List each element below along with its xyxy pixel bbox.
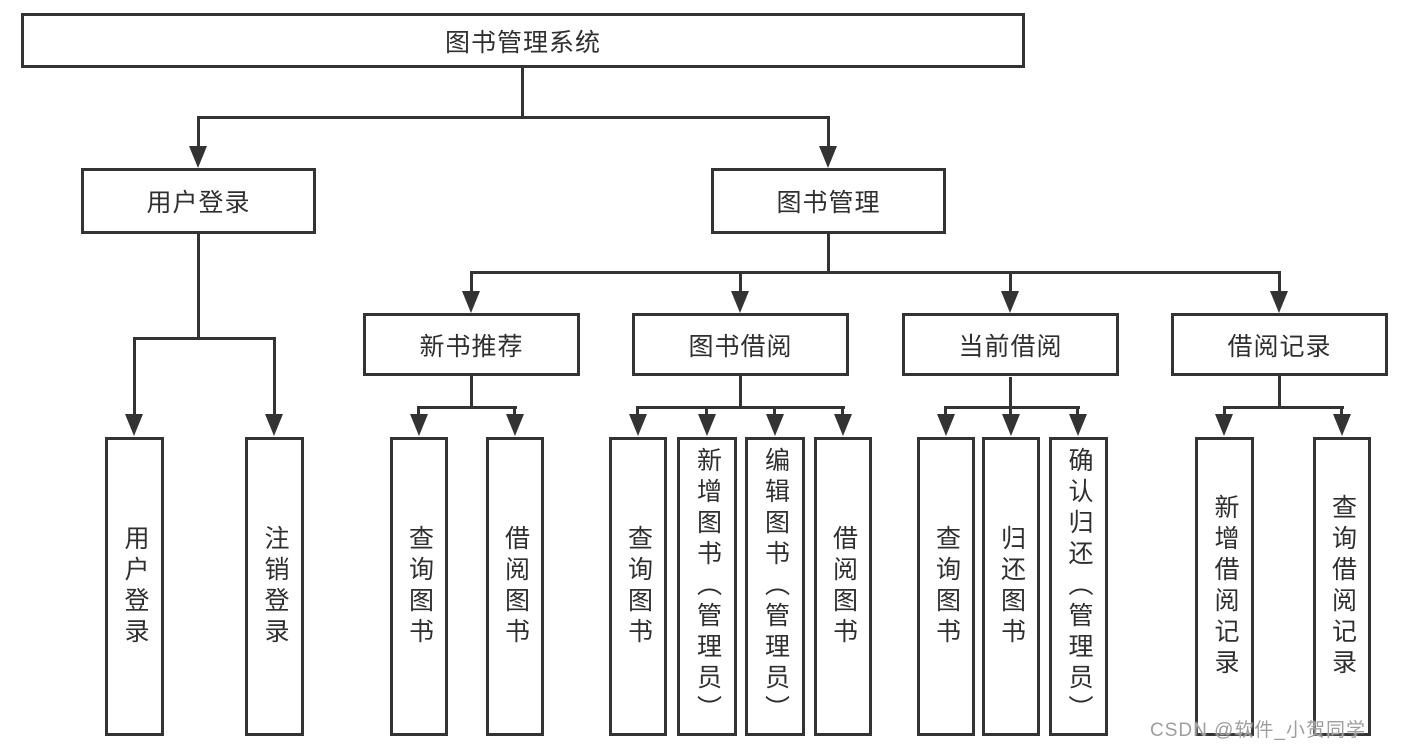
connector-new-book-rec-trunk	[470, 376, 473, 409]
connector-borrow-record-trunk	[1278, 376, 1281, 409]
arrow-into-book-borrow	[731, 291, 749, 313]
connector-drop-query-books-1	[417, 408, 420, 416]
arrow-into-book-mgmt	[819, 146, 837, 168]
leaf-query-books-2: 查询图书	[609, 437, 667, 736]
connector-drop-add-borrow-record	[1223, 408, 1226, 416]
arrow-into-confirm-return	[1069, 414, 1087, 436]
connector-drop-query-books-2	[636, 408, 639, 416]
arrow-into-user-login	[189, 146, 207, 168]
connector-drop-leaf-logout	[273, 339, 276, 416]
node-current-borrow: 当前借阅	[902, 313, 1119, 376]
csdn-watermark: CSDN @软件_小贺同学	[1150, 720, 1366, 741]
connector-drop-confirm-return	[1076, 408, 1079, 416]
connector-user-login-crossbar	[133, 337, 276, 340]
leaf-add-borrow-record: 新增借阅记录	[1195, 437, 1254, 736]
leaf-confirm-return: 确认归还（管理员）	[1049, 437, 1108, 736]
connector-book-mgmt-trunk	[827, 234, 830, 274]
connector-drop-leaf-user-login	[133, 339, 136, 416]
node-borrow-record: 借阅记录	[1171, 313, 1388, 376]
arrow-into-borrow-books-1	[506, 414, 524, 436]
arrow-into-query-books-3	[937, 414, 955, 436]
leaf-query-books-1: 查询图书	[390, 437, 448, 736]
connector-new-book-rec-crossbar	[417, 406, 517, 409]
leaf-query-borrow-record: 查询借阅记录	[1313, 437, 1371, 736]
connector-current-borrow-crossbar	[944, 406, 1080, 409]
connector-drop-query-books-3	[944, 408, 947, 416]
connector-borrow-record-crossbar	[1223, 406, 1344, 409]
connector-root-trunk	[521, 68, 524, 118]
node-user-login: 用户登录	[81, 168, 316, 234]
arrow-into-add-books	[698, 414, 716, 436]
leaf-return-books: 归还图书	[982, 437, 1040, 736]
connector-drop-book-mgmt	[827, 118, 830, 148]
arrow-into-borrow-record	[1270, 291, 1288, 313]
connector-drop-query-borrow-record	[1340, 408, 1343, 416]
node-root: 图书管理系统	[21, 13, 1025, 68]
leaf-borrow-books-2: 借阅图书	[814, 437, 872, 736]
leaf-borrow-books-1: 借阅图书	[486, 437, 544, 736]
arrow-into-query-borrow-record	[1333, 414, 1351, 436]
node-new-book-rec: 新书推荐	[363, 313, 580, 376]
arrow-into-add-borrow-record	[1215, 414, 1233, 436]
connector-drop-current-borrow	[1009, 273, 1012, 291]
connector-root-crossbar	[197, 116, 830, 119]
arrow-into-new-book-rec	[462, 291, 480, 313]
connector-drop-borrow-books-1	[513, 408, 516, 416]
arrow-into-query-books-1	[410, 414, 428, 436]
arrow-into-leaf-logout	[265, 414, 283, 436]
connector-drop-book-borrow	[739, 273, 742, 291]
leaf-query-books-3: 查询图书	[917, 437, 975, 736]
connector-drop-user-login	[197, 118, 200, 148]
connector-user-login-trunk	[197, 234, 200, 339]
arrow-into-borrow-books-2	[834, 414, 852, 436]
leaf-edit-books: 编辑图书（管理员）	[745, 437, 805, 736]
connector-book-borrow-trunk	[739, 376, 742, 409]
arrow-into-current-borrow	[1001, 291, 1019, 313]
connector-book-mgmt-crossbar	[470, 271, 1281, 274]
arrow-into-return-books	[1002, 414, 1020, 436]
node-book-mgmt: 图书管理	[711, 168, 946, 234]
arrow-into-edit-books	[766, 414, 784, 436]
connector-drop-borrow-record	[1278, 273, 1281, 291]
connector-current-borrow-trunk	[1009, 377, 1012, 409]
leaf-user-login: 用户登录	[105, 437, 164, 736]
connector-drop-return-books	[1009, 408, 1012, 416]
connector-drop-new-book-rec	[470, 273, 473, 291]
connector-drop-add-books	[705, 408, 708, 416]
leaf-add-books: 新增图书（管理员）	[677, 437, 737, 736]
connector-book-borrow-crossbar	[636, 406, 845, 409]
arrow-into-leaf-user-login	[125, 414, 143, 436]
connector-drop-borrow-books-2	[841, 408, 844, 416]
arrow-into-query-books-2	[629, 414, 647, 436]
leaf-logout: 注销登录	[245, 437, 304, 736]
connector-drop-edit-books	[773, 408, 776, 416]
node-book-borrow: 图书借阅	[632, 313, 849, 376]
